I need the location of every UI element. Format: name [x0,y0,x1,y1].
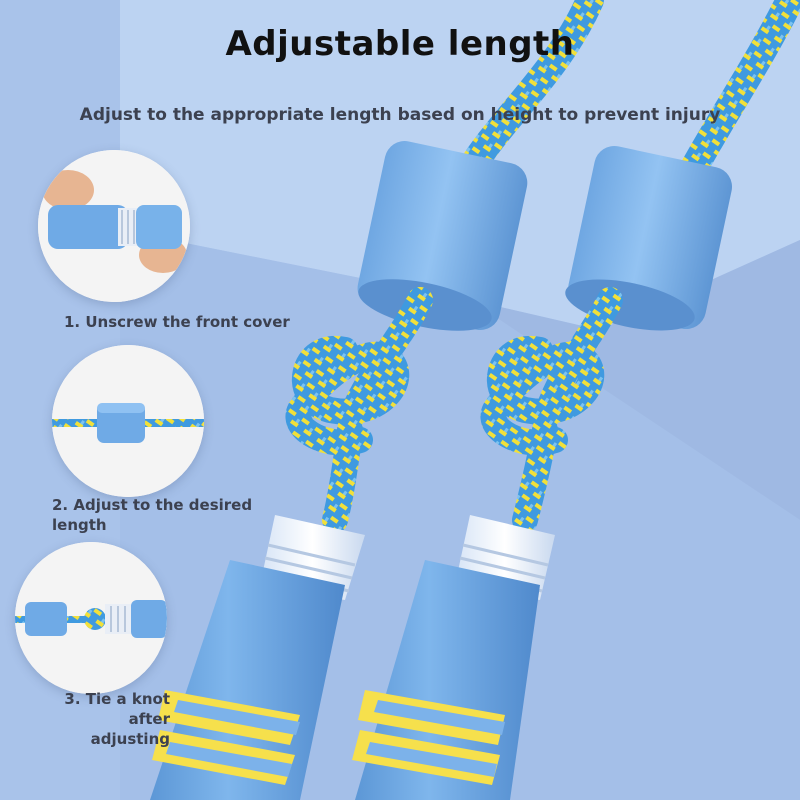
handle-left [150,560,345,800]
knot-left [285,335,410,533]
step-2-caption-line1: 2. Adjust to the desired [52,496,253,514]
page-title: Adjustable length [225,24,575,64]
knot-part [84,608,106,630]
stopper-part [25,602,67,636]
step-1-caption: 1. Unscrew the front cover [64,313,290,331]
rope-left-top [456,0,604,184]
step-1-image [38,150,190,302]
pedestal-side [470,240,800,520]
rope-right-top [676,0,800,189]
finger-left [42,170,94,210]
cover-part [136,205,182,249]
step-3-image [15,542,167,694]
handle-right [352,560,540,800]
page-subtitle: Adjust to the appropriate length based o… [79,105,721,125]
step-3-caption-line2: adjusting [90,730,170,748]
step-2-caption: 2. Adjust to the desired length [52,495,252,535]
step-2-image [52,345,204,497]
step-3-caption: 3. Tie a knot after adjusting [30,689,170,749]
knot-right [480,335,605,533]
step-2-caption-line2: length [52,516,107,534]
handle-part [131,600,167,638]
handle-part [48,205,128,249]
step-3-caption-line1: 3. Tie a knot after [64,690,170,728]
